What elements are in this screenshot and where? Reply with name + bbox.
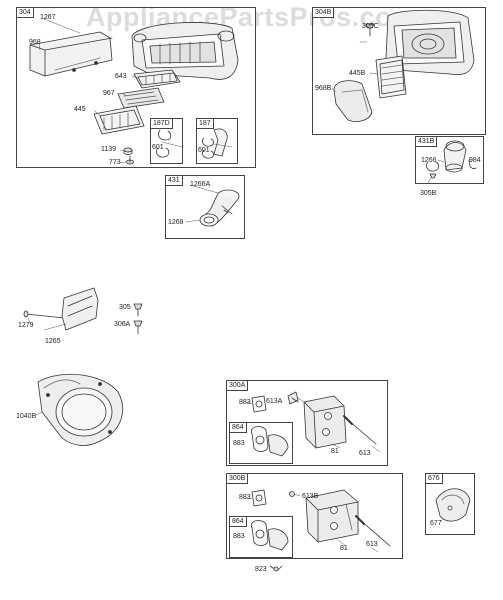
elbow-431 bbox=[199, 189, 240, 227]
label-1139: 1139 bbox=[101, 146, 117, 153]
hose-187 bbox=[202, 128, 228, 159]
label-883-c: 883 bbox=[239, 494, 251, 501]
label-1267: 1267 bbox=[40, 14, 56, 21]
group-431-box: 431 bbox=[165, 175, 245, 239]
label-445: 445 bbox=[74, 106, 86, 113]
muffler-81a bbox=[303, 395, 347, 449]
label-984: 984 bbox=[469, 157, 481, 164]
air-cleaner-base-304b bbox=[385, 9, 475, 76]
muffler-81b bbox=[305, 489, 359, 543]
group-300b-tag: 300B bbox=[226, 473, 249, 484]
label-445b: 445B bbox=[349, 70, 366, 77]
group-300a-box: 300A bbox=[226, 380, 388, 466]
pre-cleaner-967 bbox=[117, 87, 165, 109]
group-864a-box: 864 bbox=[229, 422, 293, 464]
gasket-883-b bbox=[250, 426, 269, 452]
label-1268: 1268 bbox=[168, 219, 184, 226]
group-431-tag: 431 bbox=[165, 175, 183, 186]
label-305b: 305B bbox=[420, 190, 437, 197]
baffle-1265 bbox=[61, 287, 99, 331]
label-601-b: 601 bbox=[198, 147, 210, 154]
label-613b: 613B bbox=[302, 493, 319, 500]
gasket-883-a bbox=[251, 395, 267, 413]
label-967: 967 bbox=[103, 90, 115, 97]
group-187-box: 187 bbox=[196, 118, 238, 164]
group-864a-tag: 864 bbox=[229, 422, 247, 433]
group-304-box: 304 bbox=[16, 7, 256, 168]
label-601-a: 601 bbox=[152, 144, 164, 151]
screw-305c bbox=[365, 23, 375, 37]
screw-1139 bbox=[123, 147, 133, 155]
air-cleaner-cover-968 bbox=[29, 31, 113, 77]
group-431b-tag: 431B bbox=[415, 136, 438, 147]
label-1266a: 1266A bbox=[190, 181, 211, 188]
label-883-d: 883 bbox=[233, 533, 245, 540]
group-304b-tag: 304B bbox=[312, 7, 335, 18]
label-305c: 305C bbox=[362, 23, 379, 30]
screw-305b bbox=[429, 173, 437, 179]
label-81-a: 81 bbox=[331, 448, 339, 455]
label-968b: 968B bbox=[315, 85, 332, 92]
label-613a: 613A bbox=[266, 398, 283, 405]
screw-823 bbox=[269, 565, 283, 572]
label-306a: 306A bbox=[114, 321, 131, 328]
screw-305 bbox=[133, 303, 143, 317]
group-676-tag: 676 bbox=[425, 473, 443, 484]
label-883-a: 883 bbox=[239, 399, 251, 406]
screw-306a bbox=[133, 320, 143, 335]
label-1279: 1279 bbox=[18, 322, 34, 329]
group-300a-tag: 300A bbox=[226, 380, 249, 391]
group-676-box: 676 bbox=[425, 473, 475, 535]
label-1265: 1265 bbox=[45, 338, 61, 345]
group-187d-tag: 187D bbox=[150, 118, 173, 129]
label-883-b: 883 bbox=[233, 440, 245, 447]
label-81-b: 81 bbox=[340, 545, 348, 552]
group-187d-box: 187D bbox=[150, 118, 183, 164]
group-187-tag: 187 bbox=[196, 118, 214, 129]
group-304-tag: 304 bbox=[16, 7, 34, 18]
group-304b-box: 304B bbox=[312, 7, 486, 135]
gasket-883-d bbox=[250, 520, 269, 546]
air-filter-643 bbox=[133, 69, 181, 89]
blower-housing-1040b bbox=[37, 373, 123, 446]
label-643: 643 bbox=[115, 73, 127, 80]
pipe-864b bbox=[267, 528, 289, 551]
gasket-883-c bbox=[251, 489, 267, 507]
guard-676 bbox=[435, 488, 471, 522]
group-300b-box: 300B bbox=[226, 473, 403, 559]
label-677: 677 bbox=[430, 520, 442, 527]
air-cleaner-base-1267 bbox=[131, 22, 239, 80]
label-305: 305 bbox=[119, 304, 131, 311]
cover-968b bbox=[333, 80, 373, 122]
bolt-613-a bbox=[343, 415, 377, 445]
group-431b-box: 431B bbox=[415, 136, 484, 184]
bracket-613a bbox=[287, 391, 299, 405]
label-823: 823 bbox=[255, 566, 267, 573]
clamp-187d bbox=[156, 129, 172, 158]
nut-773 bbox=[126, 155, 134, 165]
air-filter-445 bbox=[93, 105, 145, 135]
group-864b-box: 864 bbox=[229, 516, 293, 558]
air-filter-445b bbox=[375, 55, 407, 99]
label-613-b: 613 bbox=[366, 541, 378, 548]
label-613-a: 613 bbox=[359, 450, 371, 457]
label-1040b: 1040B bbox=[16, 413, 37, 420]
elbow-431b bbox=[426, 140, 477, 173]
bolt-613-b bbox=[355, 515, 391, 547]
label-773: 773 bbox=[109, 159, 121, 166]
pipe-864a bbox=[267, 434, 289, 457]
label-968: 968 bbox=[29, 39, 41, 46]
label-1266: 1266 bbox=[421, 157, 437, 164]
group-864b-tag: 864 bbox=[229, 516, 247, 527]
